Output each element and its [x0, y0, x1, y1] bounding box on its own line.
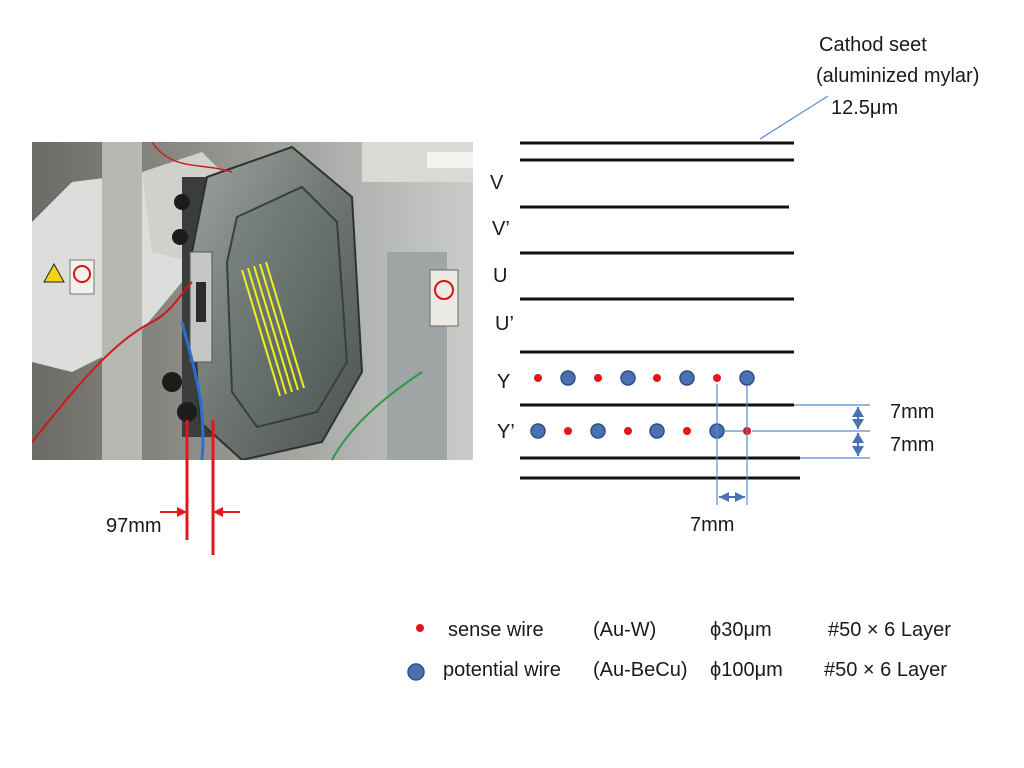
- side-connector: [196, 282, 206, 322]
- measurement-arrow-left-head: [177, 507, 187, 517]
- sign-circle: [73, 265, 91, 283]
- highlight-wire-5: [265, 261, 305, 389]
- connector-1: [174, 194, 190, 210]
- pitch-arrow-head-left: [719, 492, 729, 502]
- green-cable: [331, 371, 423, 460]
- legend-sense-marker: [416, 624, 424, 632]
- potential-wire: [739, 370, 755, 386]
- sense-wire: [683, 427, 691, 435]
- legend-sense-material: (Au-W): [593, 619, 657, 641]
- potential-wire: [530, 423, 546, 439]
- sense-wire: [624, 427, 632, 435]
- blue-cable: [180, 321, 205, 460]
- potential-wire: [679, 370, 695, 386]
- pitch-arrow-head-right: [735, 492, 745, 502]
- red-cable: [32, 281, 193, 443]
- gap-arrow-1-head-top: [852, 407, 864, 417]
- cathode-leader-line: [759, 95, 829, 140]
- layer-label-u-prime: U’: [495, 313, 514, 335]
- layer-label-u: U: [493, 265, 508, 287]
- cathode-label-line2: (aluminized mylar): [816, 65, 980, 87]
- legend-potential-material: (Au-BeCu): [593, 659, 688, 681]
- legend-potential-name: potential wire: [443, 659, 561, 681]
- chamber-window: [225, 185, 349, 429]
- warning-sign-icon: [43, 262, 65, 283]
- sense-wire: [594, 374, 602, 382]
- connector-3: [162, 372, 182, 392]
- legend-potential-marker: [407, 663, 425, 681]
- layer-label-y: Y: [497, 371, 511, 393]
- legend-potential-count: #50 × 6 Layer: [824, 659, 947, 681]
- chamber-width-label: 97mm: [106, 515, 162, 537]
- cathode-label-line3: 12.5μm: [831, 97, 899, 119]
- measurement-arrow-right-head: [213, 507, 223, 517]
- sense-wire: [564, 427, 572, 435]
- gap-label-2: 7mm: [890, 434, 935, 456]
- chamber-photo: [32, 142, 473, 460]
- potential-wire: [649, 423, 665, 439]
- cylinder-sign-circle: [434, 280, 454, 300]
- connector-2: [172, 229, 188, 245]
- ceiling-light: [427, 152, 473, 168]
- chamber-photo-drawing: [32, 142, 473, 460]
- potential-wire: [590, 423, 606, 439]
- legend-sense-diameter: ϕ30μm: [710, 619, 772, 641]
- highlight-wire-1: [241, 269, 281, 397]
- potential-wire: [620, 370, 636, 386]
- support-pillar: [102, 142, 142, 460]
- highlight-wire-3: [253, 265, 293, 393]
- wire-pitch-label: 7mm: [690, 514, 735, 536]
- sense-wire: [653, 374, 661, 382]
- gap-arrow-1-head-bottom: [852, 419, 864, 429]
- highlight-wire-2: [247, 267, 287, 395]
- legend-sense-count: #50 × 6 Layer: [828, 619, 951, 641]
- gap-arrow-2-head-bottom: [852, 446, 864, 456]
- highlight-wire-4: [259, 263, 299, 391]
- red-cable-top: [151, 142, 233, 173]
- legend-sense-name: sense wire: [448, 619, 544, 641]
- connector-4: [177, 402, 197, 422]
- cathode-label-line1: Cathod seet: [819, 34, 927, 56]
- layer-label-v: V: [490, 172, 504, 194]
- sense-wire: [713, 374, 721, 382]
- gap-label-1: 7mm: [890, 401, 935, 423]
- sense-wire: [534, 374, 542, 382]
- potential-wire: [560, 370, 576, 386]
- layer-label-v-prime: V’: [492, 218, 510, 240]
- layer-label-y-prime: Y’: [497, 421, 515, 443]
- gap-arrow-2-head-top: [852, 433, 864, 443]
- legend-potential-diameter: ϕ100μm: [710, 659, 783, 681]
